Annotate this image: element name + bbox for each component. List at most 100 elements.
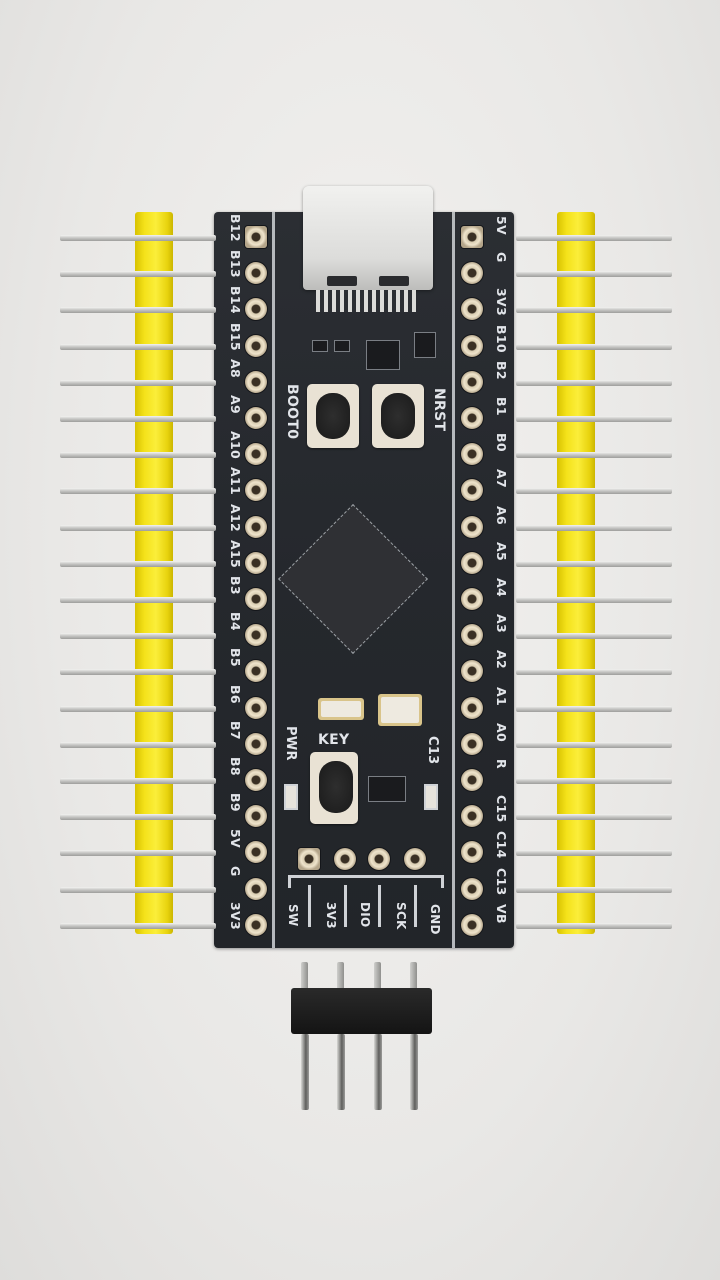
swd-silkscreen-bracket — [288, 875, 444, 888]
swd-pad-3 — [368, 848, 390, 870]
usb-c-connector — [303, 186, 433, 290]
left-header-pin — [60, 886, 216, 893]
right-header-pin — [516, 778, 672, 784]
right-pin-pad — [461, 877, 483, 900]
left-pin-pad — [245, 624, 267, 647]
left-pin-label: B9 — [228, 793, 243, 813]
right-header-pin — [516, 814, 672, 821]
swd-label-gnd: GND — [428, 904, 442, 935]
right-pin-label: 5V — [494, 216, 509, 235]
swd-header-housing — [291, 988, 432, 1034]
right-header-pin — [516, 705, 672, 712]
smd-diode — [414, 332, 436, 358]
right-header-pin — [516, 488, 672, 495]
right-pin-label: A1 — [494, 686, 509, 706]
left-pin-label: B12 — [228, 214, 243, 242]
pwr-label: PWR — [283, 726, 298, 761]
right-pin-pad — [461, 696, 483, 719]
right-pin-label: A6 — [494, 505, 509, 525]
swd-pad-2 — [334, 848, 356, 870]
right-header-pin — [516, 669, 672, 676]
right-pin-pad — [461, 913, 483, 936]
left-pin-pad — [245, 877, 267, 900]
left-pin-pad — [245, 588, 267, 610]
left-header-pin — [60, 850, 216, 857]
right-header-pin — [516, 922, 672, 929]
left-pin-label: B14 — [228, 286, 243, 315]
right-header-pin — [516, 560, 672, 567]
left-pin-label: B3 — [228, 576, 243, 595]
left-pin-pad — [245, 370, 267, 393]
right-pin-pad — [461, 805, 483, 828]
left-pin-pad — [245, 334, 267, 357]
left-header-pin — [60, 633, 216, 640]
right-header-pin — [516, 307, 672, 314]
swd-header-pin-leg — [337, 1034, 345, 1110]
swd-label-dio: DIO — [358, 902, 372, 928]
right-header-pin — [516, 416, 672, 422]
right-pin-label: 3V3 — [494, 288, 509, 317]
left-pin-pad — [245, 696, 267, 719]
left-pin-label: A15 — [228, 539, 243, 568]
left-pin-pad — [245, 732, 267, 755]
left-pin-label: 3V3 — [228, 901, 243, 930]
key-button[interactable] — [310, 752, 358, 824]
right-header-pin — [516, 597, 672, 603]
left-header-pin — [60, 271, 216, 278]
right-pin-label: A5 — [494, 541, 509, 561]
left-header-pin — [60, 416, 216, 422]
right-header-pin — [516, 343, 672, 350]
left-pin-pad — [245, 479, 267, 502]
left-pin-label: 5V — [228, 829, 243, 849]
right-header-pin — [516, 524, 672, 531]
silkscreen-rail-left — [272, 212, 275, 948]
usb-mount-slot — [379, 276, 409, 286]
left-header-pin — [60, 235, 216, 241]
swd-pad-1 — [298, 848, 320, 870]
left-pin-pad — [245, 407, 267, 429]
right-pin-pad — [461, 624, 483, 647]
left-header-pin — [60, 741, 216, 748]
right-pin-label: C13 — [494, 867, 509, 896]
right-header-housing — [557, 212, 595, 934]
right-header-pin — [516, 633, 672, 640]
right-header-pin — [516, 741, 672, 748]
right-pin-pad — [461, 226, 483, 248]
swd-label-sck: SCK — [394, 902, 408, 930]
left-pin-pad — [245, 551, 267, 574]
right-pin-pad — [461, 479, 483, 502]
boot0-label: BOOT0 — [284, 384, 300, 440]
c13-label: C13 — [425, 736, 440, 765]
left-pin-label: A9 — [228, 395, 243, 414]
left-pin-label: B7 — [228, 720, 243, 740]
right-pin-label: G — [494, 252, 509, 263]
left-pin-label: A10 — [228, 431, 243, 460]
key-button-cap — [319, 761, 353, 813]
right-header-pin — [516, 379, 672, 386]
smd-transistor — [368, 776, 406, 802]
right-header-pin — [516, 886, 672, 893]
left-pin-pad — [245, 805, 267, 828]
left-header-pin — [60, 343, 216, 350]
left-header-pin — [60, 452, 216, 459]
swd-silkscreen-line — [414, 885, 417, 927]
boot0-button[interactable] — [307, 384, 359, 448]
left-header-pin — [60, 560, 216, 567]
nrst-button[interactable] — [372, 384, 424, 448]
left-header-pin — [60, 814, 216, 821]
left-pin-label: G — [228, 865, 243, 877]
right-pin-pad — [461, 407, 483, 429]
right-pin-label: B0 — [494, 433, 509, 453]
crystal-hse — [378, 694, 422, 726]
right-pin-pad — [461, 588, 483, 610]
right-pin-label: C15 — [494, 795, 509, 823]
boot0-button-cap — [316, 393, 350, 439]
right-pin-pad — [461, 515, 483, 538]
crystal-32khz — [318, 698, 364, 720]
nrst-label: NRST — [431, 388, 447, 432]
left-header-pin — [60, 669, 216, 676]
left-pin-label: B6 — [228, 684, 243, 704]
left-header-pin — [60, 488, 216, 495]
swd-label-3v3: 3V3 — [324, 902, 338, 929]
right-pin-label: C14 — [494, 831, 509, 859]
